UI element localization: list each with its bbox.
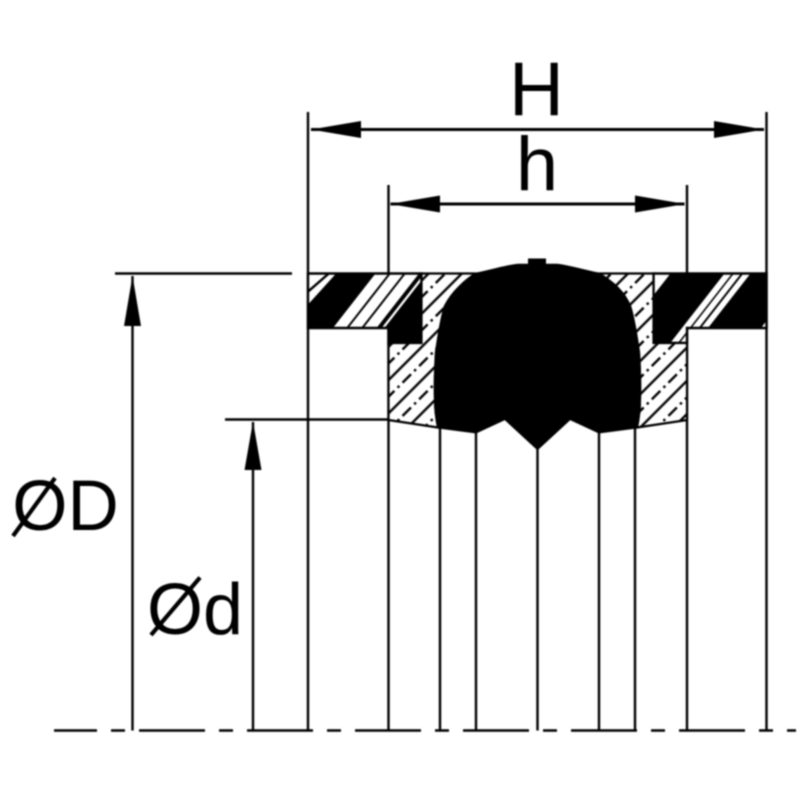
svg-text:OD: OD [12,467,119,546]
svg-text:h: h [516,122,558,207]
svg-text:H: H [509,48,564,133]
